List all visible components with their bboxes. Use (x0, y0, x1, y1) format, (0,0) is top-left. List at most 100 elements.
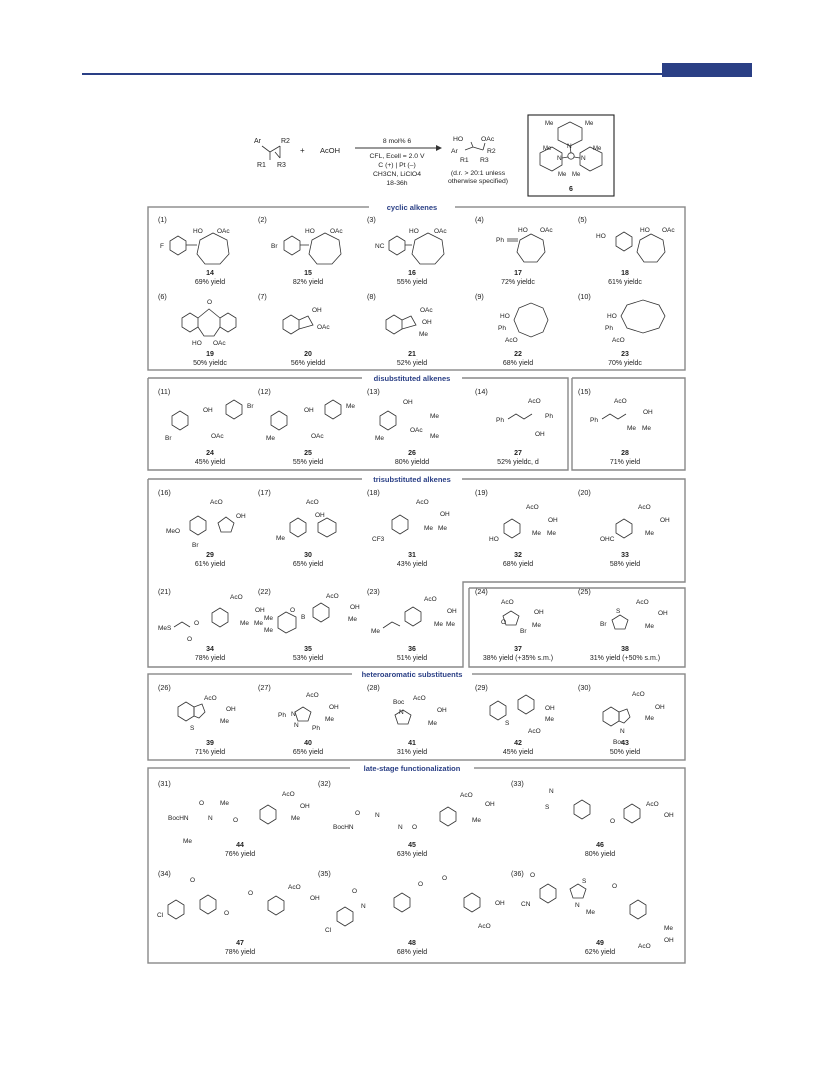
reaction-arrowhead (436, 145, 442, 151)
compound-yields: 14 69% yield 15 82% yield 16 55% yield 1… (193, 270, 660, 956)
atom-oh: OH (304, 407, 314, 414)
section-title-trisubstituted: trisubstituted alkenes (373, 475, 451, 484)
entry-index: (15) (578, 387, 591, 396)
label-r1: R1 (257, 162, 266, 169)
compound-number: 35 (304, 646, 312, 653)
atom-me: Me (645, 715, 654, 722)
compound-yield: 58% yield (610, 561, 640, 568)
compound-yield: 51% yield (397, 655, 427, 662)
atom-ho: HO (500, 313, 510, 320)
atom-oh: OH (310, 895, 320, 902)
condition-electrodes: C (+) | Pt (–) (378, 162, 415, 169)
atom-aco: AcO (638, 943, 651, 950)
atom-oh: OH (329, 704, 339, 711)
entry-index: (9) (475, 292, 484, 301)
atom-ph: Ph (605, 325, 613, 332)
compound-number: 37 (514, 646, 522, 653)
entry-index: (14) (475, 387, 488, 396)
atom-me: Me (586, 909, 595, 916)
compound-yield: 52% yield (397, 360, 427, 367)
atom-aco: AcO (326, 593, 339, 600)
entry-index: (24) (475, 587, 488, 596)
entry-index: (18) (367, 488, 380, 497)
atom-aco: AcO (306, 692, 319, 699)
atom-cf3: CF3 (372, 536, 385, 543)
atom-ho: HO (305, 228, 315, 235)
atom-aco: AcO (306, 499, 319, 506)
atom-ho: HO (489, 536, 499, 543)
atom-o: O (610, 818, 615, 825)
atom-s: S (616, 608, 621, 615)
atom-o: O (224, 910, 229, 917)
atom-oh: OH (534, 609, 544, 616)
atom-me: Me (428, 720, 437, 727)
atom-oh: OH (548, 517, 558, 524)
entry-index: (28) (367, 683, 380, 692)
atom-o: O (352, 888, 357, 895)
label-r2: R2 (281, 138, 290, 145)
entry-index: (31) (158, 779, 171, 788)
compound-number: 44 (236, 842, 244, 849)
atom-n: N (575, 902, 580, 909)
atom-oh: OH (203, 407, 213, 414)
atom-me: Me (430, 413, 439, 420)
atom-ph: Ph (312, 725, 320, 732)
atom-s: S (190, 725, 195, 732)
condition-time: 18-36h (386, 180, 407, 187)
compound-yield: 78% yield (225, 949, 255, 956)
compound-number: 29 (206, 552, 214, 559)
label-r3: R3 (277, 162, 286, 169)
atom-cl: Cl (325, 927, 332, 934)
atom-ho: HO (596, 233, 606, 240)
compound-number: 45 (408, 842, 416, 849)
atom-oac: OAc (217, 228, 230, 235)
compound-yield: 50% yield (610, 749, 640, 756)
atom-oh: OH (350, 604, 360, 611)
compound-yield: 68% yield (397, 949, 427, 956)
atom-br: Br (520, 628, 527, 635)
atom-oac: OAc (317, 324, 330, 331)
atom-oac: OAc (330, 228, 343, 235)
atom-me: Me (375, 435, 384, 442)
atom-o: O (412, 824, 417, 831)
entry-index: (16) (158, 488, 171, 497)
atom-aco: AcO (612, 337, 625, 344)
atom-me: Me (220, 718, 229, 725)
prod-r2: R2 (487, 148, 496, 155)
atom-me: Me (424, 525, 433, 532)
substrate-alkene: Ar R2 R1 R3 (254, 138, 290, 169)
compound-number: 17 (514, 270, 522, 277)
compound-yield: 61% yield (195, 561, 225, 568)
atom-oac: OAc (420, 307, 433, 314)
atom-me: Me (532, 622, 541, 629)
compound-yield: 38% yield (+35% s.m.) (483, 655, 553, 662)
compound-yield: 55% yield (397, 279, 427, 286)
atom-oh: OH (545, 705, 555, 712)
atom-aco: AcO (416, 499, 429, 506)
entry-index: (5) (578, 215, 587, 224)
atom-oh: OH (495, 900, 505, 907)
cat-n-top: N (567, 143, 572, 150)
compound-number: 33 (621, 552, 629, 559)
compound-number: 34 (206, 646, 214, 653)
entry-index: (23) (367, 587, 380, 596)
entry-index: (36) (511, 869, 524, 878)
atom-me: Me (434, 621, 443, 628)
atom-oh: OH (315, 512, 325, 519)
compound-yield: 68% yield (503, 360, 533, 367)
atom-ho: HO (607, 313, 617, 320)
compound-yield: 63% yield (397, 851, 427, 858)
compound-number: 42 (514, 740, 522, 747)
atom-aco: AcO (204, 695, 217, 702)
atom-ho: HO (518, 227, 528, 234)
entry-index: (19) (475, 488, 488, 497)
atom-me: Me (325, 716, 334, 723)
compound-number: 23 (621, 351, 629, 358)
compound-yield: 71% yield (195, 749, 225, 756)
prod-ho: HO (453, 136, 463, 143)
atom-bochn: BocHN (333, 824, 354, 831)
compound-number: 39 (206, 740, 214, 747)
compound-yield: 78% yield (195, 655, 225, 662)
atom-o: O (418, 881, 423, 888)
atom-aco: AcO (282, 791, 295, 798)
